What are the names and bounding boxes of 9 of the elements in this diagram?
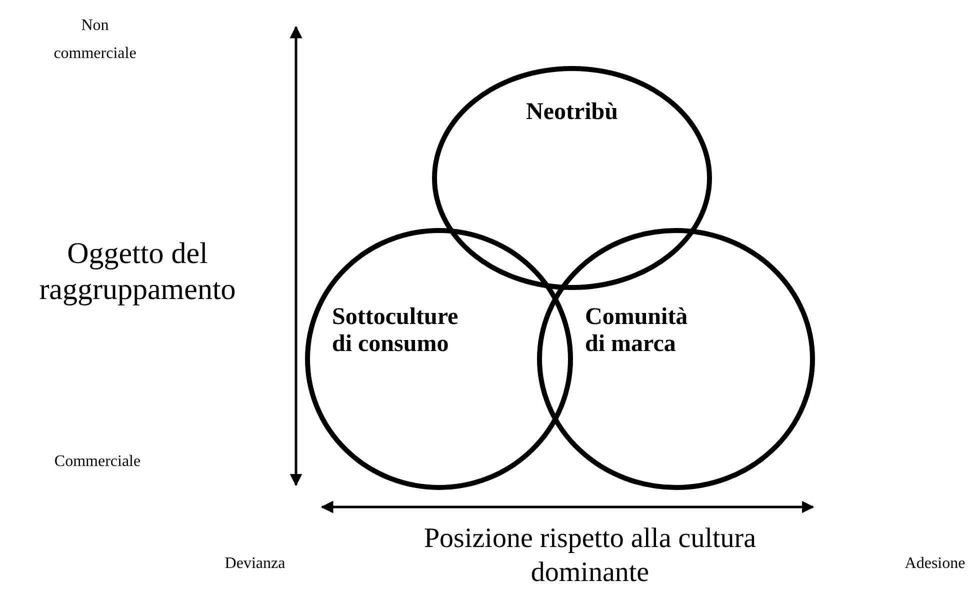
axis-end-label: Commerciale — [53, 452, 142, 472]
axis-end-label: Devianza — [224, 554, 286, 574]
circle-label: Comunità di marca — [585, 304, 689, 358]
circle-label: Sottoculture di consumo — [332, 304, 457, 358]
axis-title: Oggetto del raggruppamento — [38, 236, 237, 308]
axis-end-label: Non commerciale — [52, 16, 138, 64]
axis-end-label: Adesione — [904, 554, 966, 574]
axis-title: Posizione rispetto alla cultura dominante — [422, 522, 758, 590]
circle-label: Neotribù — [525, 99, 619, 126]
